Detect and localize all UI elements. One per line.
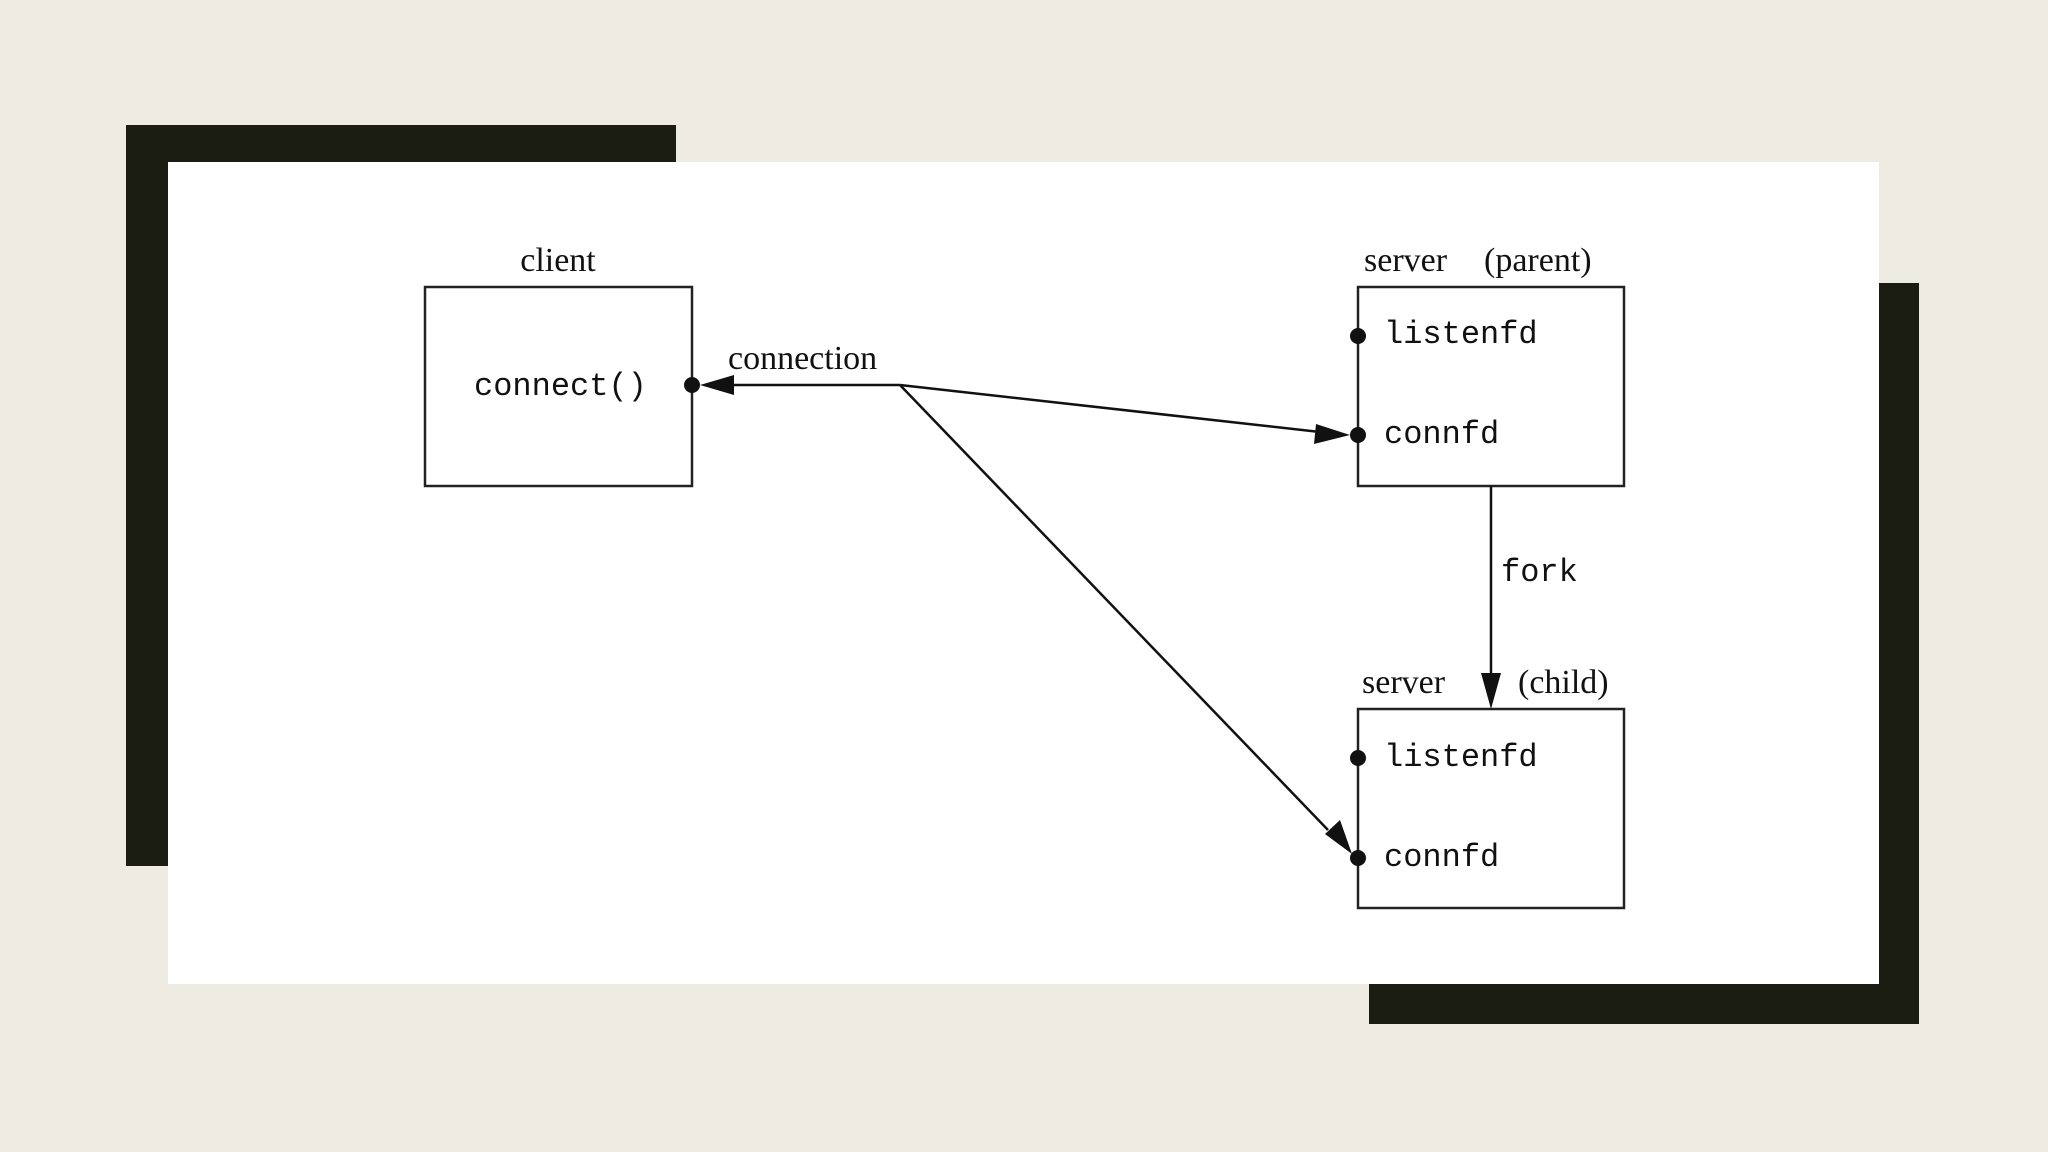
connection-line-child	[899, 384, 1329, 831]
parent-connfd-label: connfd	[1384, 416, 1499, 453]
connection-line-parent	[899, 383, 1321, 434]
arrow-to-parent-connfd-icon	[1314, 424, 1350, 444]
child-listenfd-label: listenfd	[1384, 739, 1538, 776]
parent-connfd-dot	[1350, 427, 1366, 443]
parent-listenfd-label: listenfd	[1384, 316, 1538, 353]
arrow-to-client-icon	[700, 375, 734, 395]
server-parent-qualifier: (parent)	[1484, 242, 1592, 279]
server-child-title: server	[1362, 664, 1446, 701]
fork-label: fork	[1501, 554, 1578, 591]
child-listenfd-dot	[1350, 750, 1366, 766]
server-parent-title: server	[1364, 242, 1448, 279]
fork-arrow-icon	[1481, 673, 1501, 709]
arrow-to-child-connfd-icon	[1325, 820, 1352, 854]
server-child-box	[1356, 707, 1626, 910]
parent-listenfd-dot	[1350, 328, 1366, 344]
connect-call-label: connect()	[474, 368, 647, 405]
client-title: client	[520, 242, 596, 279]
child-connfd-dot	[1350, 850, 1366, 866]
child-connfd-label: connfd	[1384, 839, 1499, 876]
server-child-qualifier: (child)	[1518, 664, 1609, 701]
client-socket-dot	[684, 377, 700, 393]
connection-label: connection	[728, 340, 877, 377]
